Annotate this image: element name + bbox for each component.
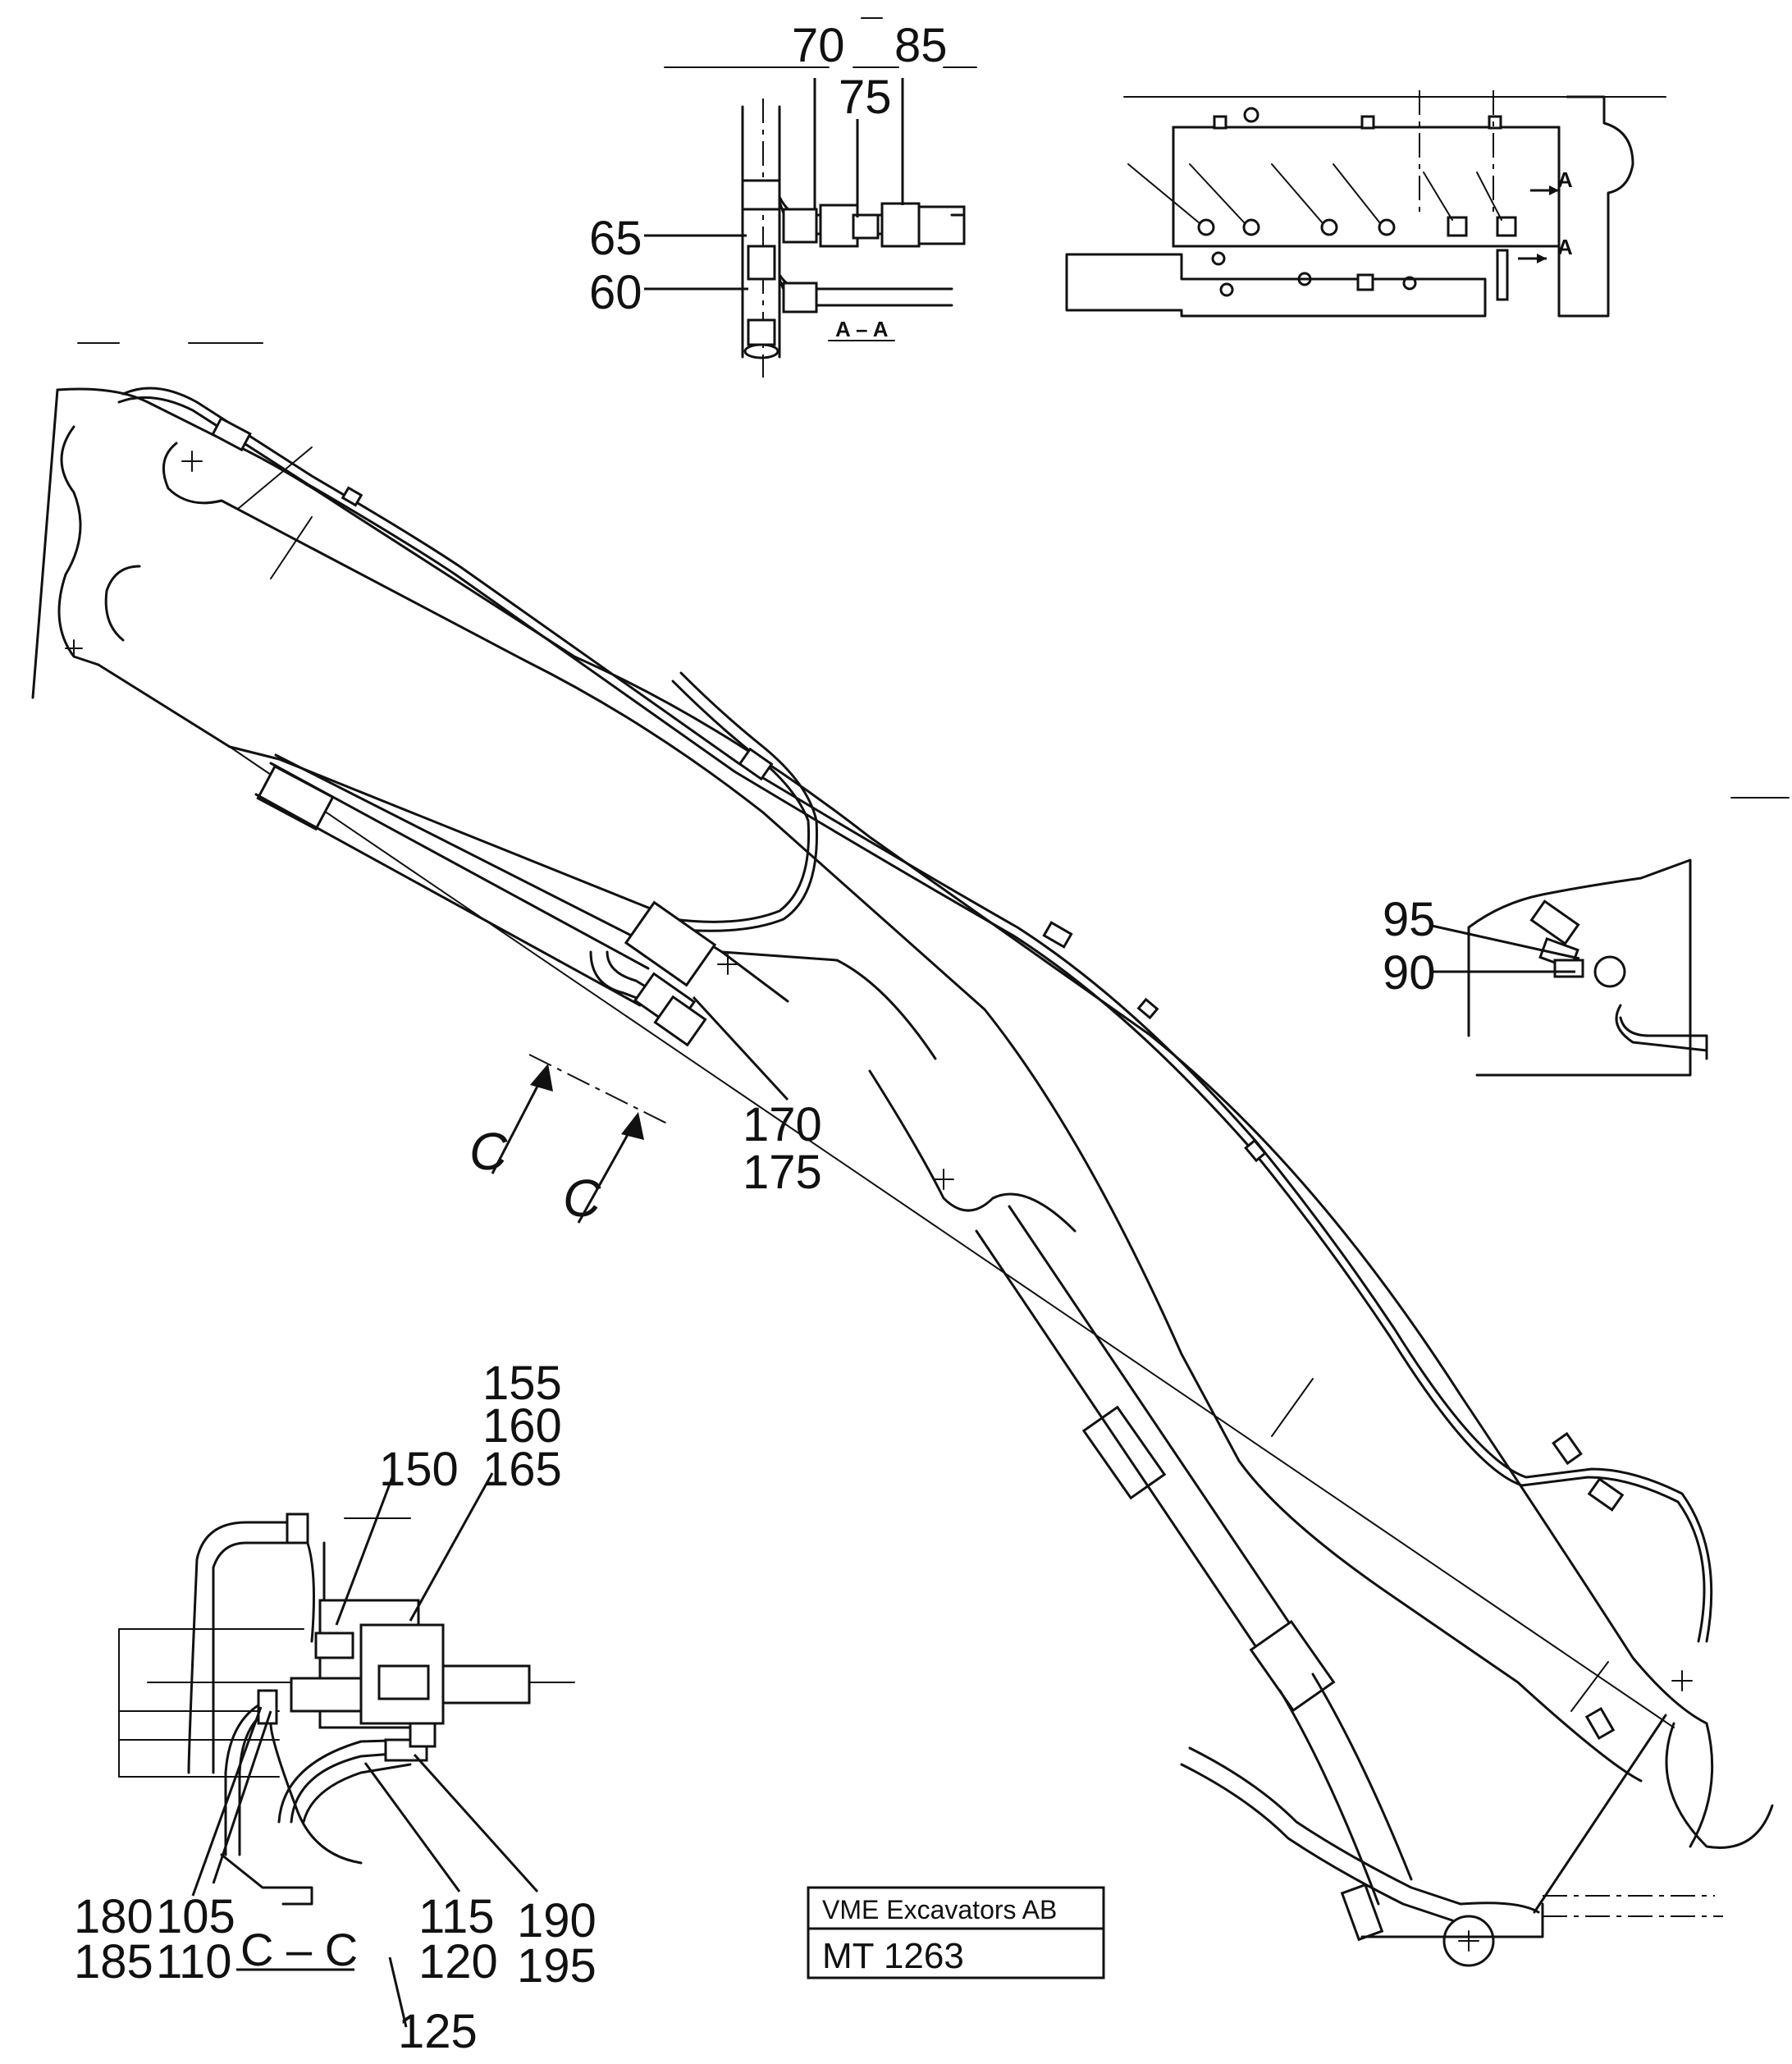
detail-90-95: 95 90 [1383,858,1708,1077]
callout-180: 180 [74,1890,153,1943]
view-arrow-a-bottom-label: A [1557,235,1573,259]
callout-70: 70 [792,19,845,72]
lower-fitting [747,318,776,346]
valve-block-view: A A [1065,90,1666,318]
callout-120: 120 [418,1935,498,1988]
callout-125: 125 [398,2005,478,2058]
callout-110: 110 [156,1935,231,1988]
callout-155: 155 [482,1357,562,1410]
cut-arrow-c-right-label: C [563,1169,601,1228]
elbow-fitting-70 [782,208,818,244]
callout-105: 105 [156,1890,235,1943]
cut-arrow-c-left-label: C [469,1122,508,1181]
pivot-points [65,451,1774,1967]
adapter-fitting [880,202,921,248]
callout-65: 65 [589,212,642,265]
callout-195: 195 [517,1939,597,1993]
section-label-cc: C – C [240,1924,358,1975]
valve-170-175 [624,900,789,1101]
callout-185: 185 [74,1935,153,1988]
view-arrow-a-top-label: A [1557,167,1573,192]
callout-150: 150 [379,1443,459,1496]
callout-60: 60 [589,266,642,319]
callout-190: 190 [517,1894,597,1947]
title-block: VME Excavators AB MT 1263 [807,1886,1105,1979]
seal-ring-75 [852,213,880,240]
valve-block [1172,126,1561,248]
boom-assembly: C C 170 175 [31,342,1790,1967]
arm-cylinder [975,1205,1544,1942]
nut-fitting [819,204,859,248]
detail-a-a: A – A 65 60 70 75 85 [589,17,977,378]
drawing-number: MT 1263 [822,1936,964,1976]
callout-160: 160 [482,1399,562,1453]
union-fitting [747,245,776,281]
callout-175: 175 [743,1146,822,1199]
cut-line-c: C C [469,1054,670,1228]
callout-165: 165 [482,1443,562,1496]
valve-ports [1127,163,1517,301]
callout-75: 75 [839,71,892,124]
callout-90: 90 [1383,946,1436,1000]
hose-end-85 [917,205,966,245]
callout-170: 170 [743,1098,822,1151]
arm-cylinder-fitting [1249,1619,1336,1713]
detail-c-c: 155 160 165 150 180 185 105 110 C – C 11… [74,1357,597,2058]
company-name: VME Excavators AB [822,1895,1057,1924]
callout-95: 95 [1383,893,1436,946]
callout-85: 85 [894,19,948,72]
boom-cylinder [254,753,662,1007]
callout-115: 115 [418,1890,494,1943]
tee-fitting [741,179,781,211]
hydraulic-lines [117,387,1713,1922]
elbow-fitting-60 [782,281,818,313]
section-label-aa: A – A [835,317,889,341]
